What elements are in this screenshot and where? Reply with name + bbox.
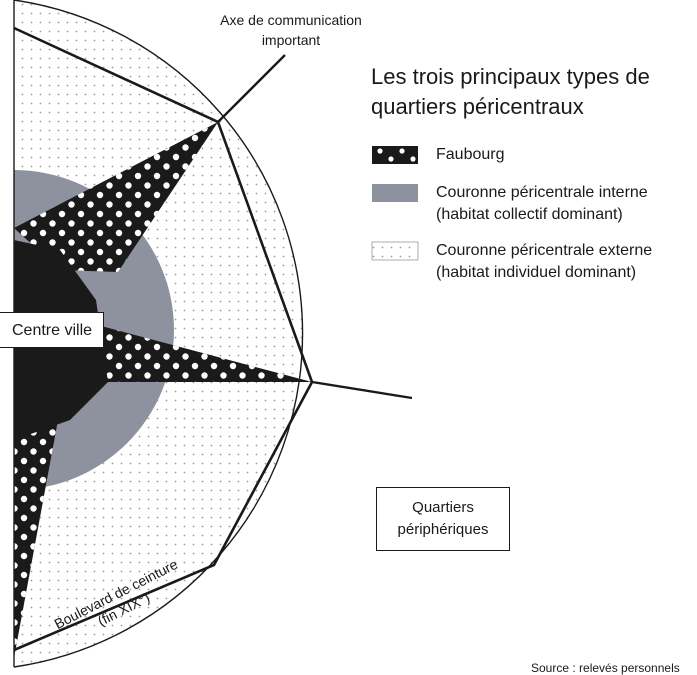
legend-interne-line1: Couronne péricentrale interne — [436, 184, 648, 201]
axe-label-line1: Axe de communication — [220, 12, 362, 28]
axe-communication-e — [311, 380, 413, 400]
legend-externe-line1: Couronne péricentrale externe — [436, 242, 653, 259]
faubourg-swatch — [372, 146, 418, 164]
quartiers-line1: Quartiers — [412, 499, 474, 516]
title-line2: quartiers péricentraux — [371, 94, 584, 119]
centre-ville-label: Centre ville — [0, 312, 104, 348]
axe-communication-label: Axe de communication important — [200, 10, 382, 50]
faubourg-wedge-north-dots — [14, 122, 218, 272]
source-note: Source : relevés personnels — [531, 661, 680, 675]
legend-externe-line2: (habitat individuel dominant) — [436, 264, 637, 281]
couronne-externe-swatch — [371, 241, 419, 261]
couronne-interne-swatch — [372, 184, 418, 202]
faubourg-wedge-south-dots — [14, 420, 58, 658]
diagram-title: Les trois principaux types de quartiers … — [371, 62, 691, 122]
legend-interne-line2: (habitat collectif dominant) — [436, 206, 623, 223]
title-line1: Les trois principaux types de — [371, 64, 650, 89]
axe-label-line2: important — [261, 32, 321, 48]
outer-boundary-arc — [13, 0, 304, 668]
axe-communication-ne — [217, 54, 286, 123]
faubourg-wedges — [14, 122, 312, 658]
legend-label-couronne-externe: Couronne péricentrale externe (habitat i… — [436, 240, 652, 284]
legend-label-faubourg: Faubourg — [436, 146, 505, 163]
legend-label-couronne-interne: Couronne péricentrale interne (habitat c… — [436, 182, 648, 226]
quartiers-peripheriques-label: Quartiers périphériques — [376, 487, 510, 551]
faubourg-wedge-east-dots — [86, 322, 312, 382]
quartiers-line2: périphériques — [397, 521, 489, 538]
